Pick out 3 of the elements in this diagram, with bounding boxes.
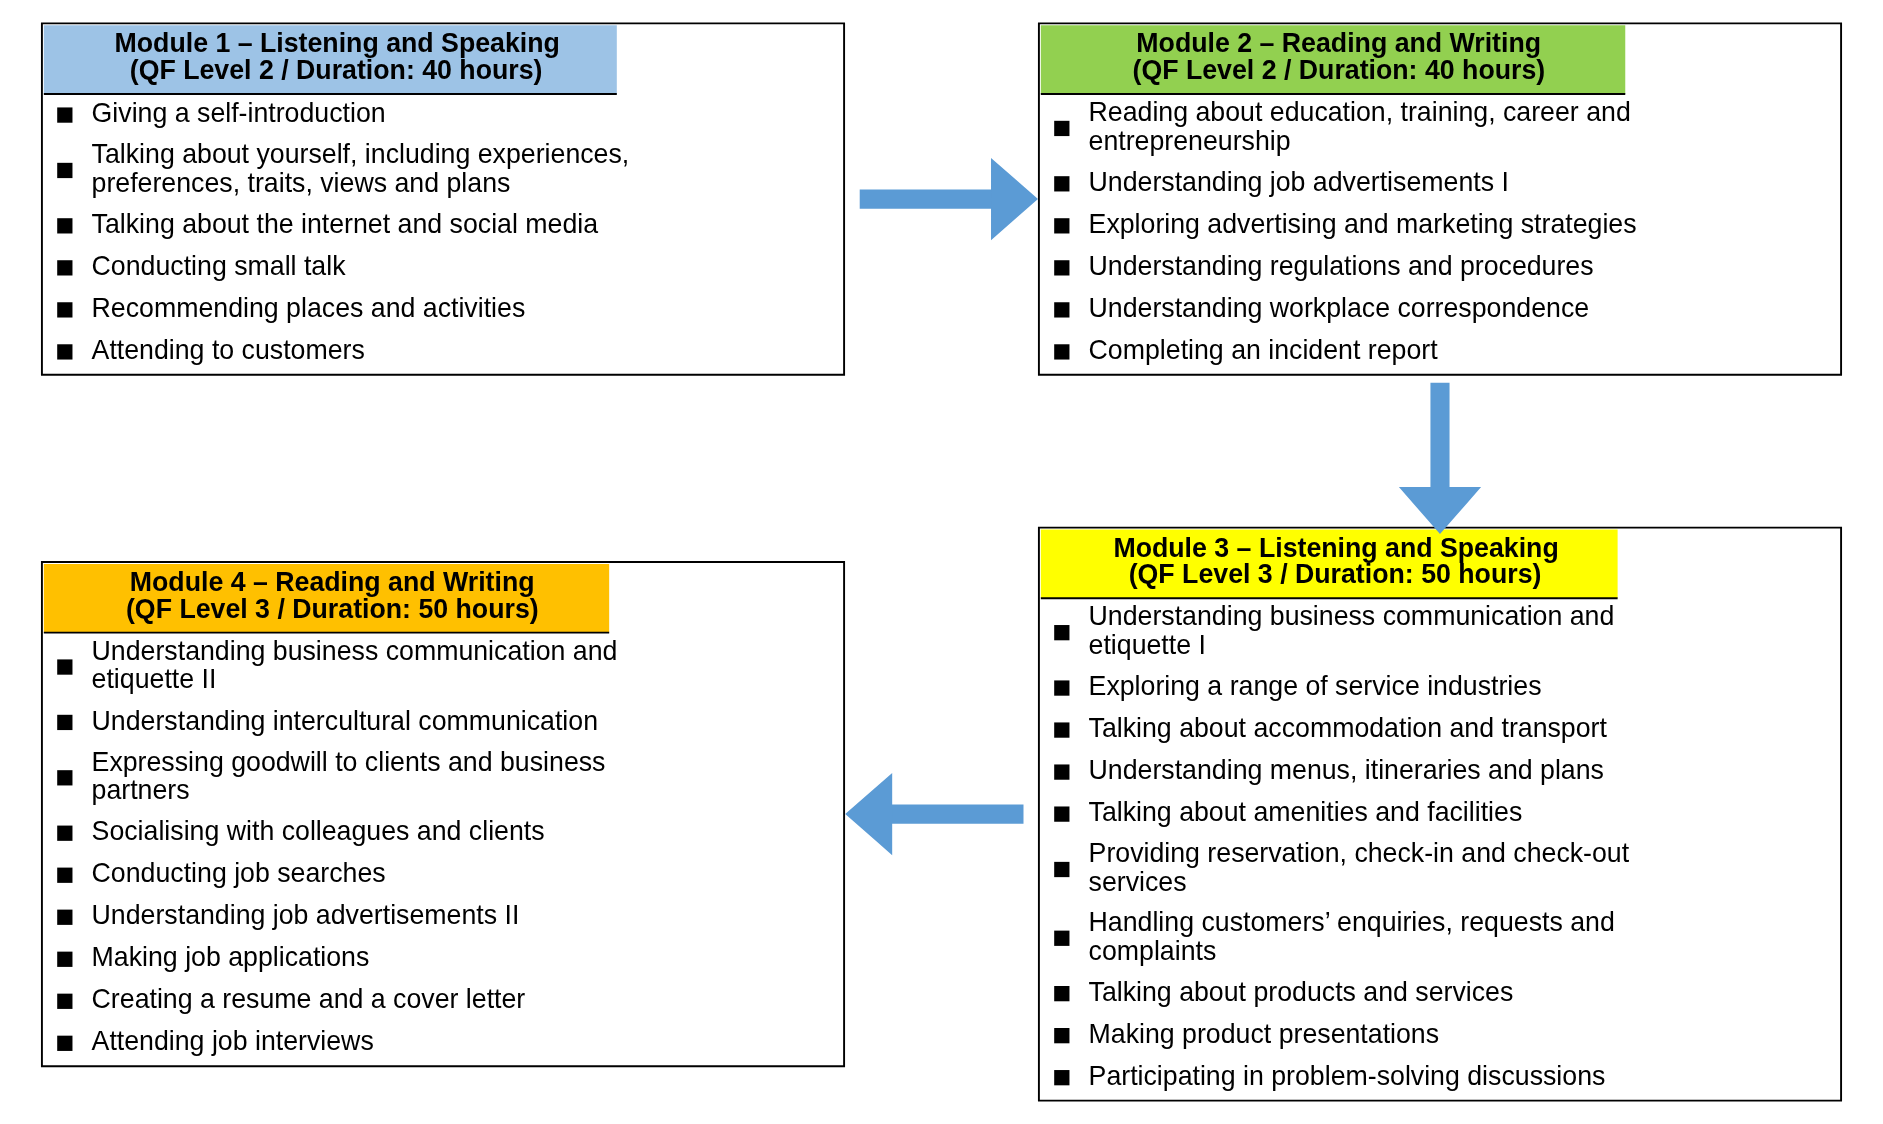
arrow	[1398, 382, 1482, 535]
arrow	[845, 773, 1024, 856]
arrow	[859, 158, 1038, 241]
